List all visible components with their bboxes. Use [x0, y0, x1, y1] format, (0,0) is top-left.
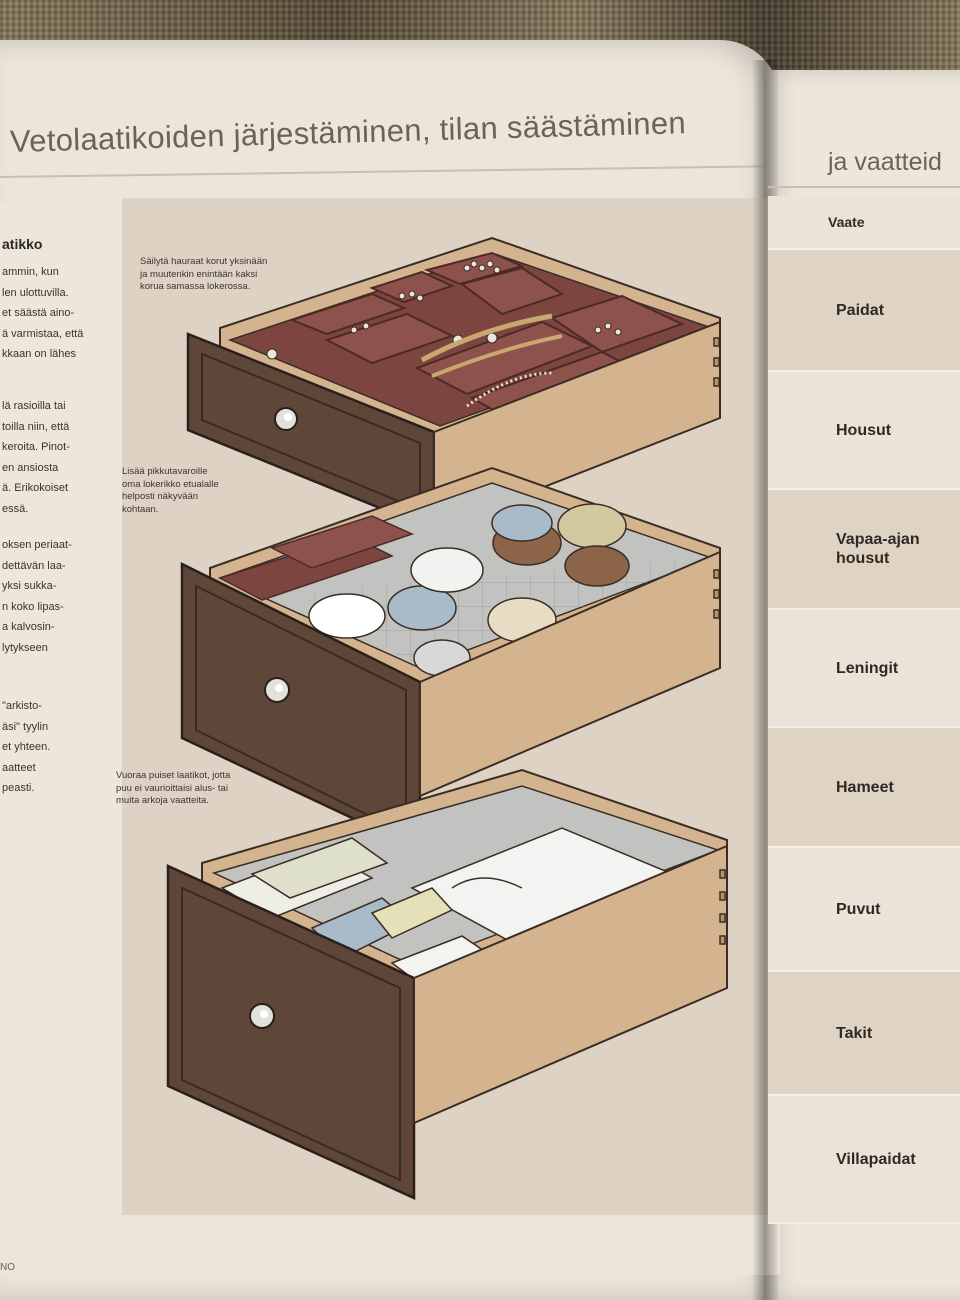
table-row: Villapaidat [768, 1096, 960, 1224]
body-line: essä. [2, 502, 29, 515]
callout-jewelry: Säilytä hauraat korut yksinään ja muuten… [140, 256, 267, 294]
page-footer: NO [0, 1262, 15, 1273]
callout-line: helposti näkyvään [122, 491, 199, 502]
callout-small-items: Lisää pikkutavaroille oma lokerikko etua… [122, 466, 219, 516]
body-paragraph-3: oksen periaat- dettävän laa- yksi sukka-… [2, 535, 120, 659]
body-line: aatteet [2, 761, 36, 774]
callout-line: puu ei vaurioittaisi alus- tai [116, 782, 228, 794]
body-line: ä varmistaa, että [2, 327, 84, 340]
body-line: ä. Erikokoiset [2, 482, 69, 495]
row-label: Hameet [836, 778, 894, 796]
table-row: Puvut [768, 848, 960, 972]
row-label: Villapaidat [836, 1150, 916, 1168]
row-label: Housut [836, 421, 892, 439]
callout-line: oma lokerikko etualalle [122, 478, 219, 490]
body-paragraph-1: ammin, kun len ulottuvilla. et säästä ai… [2, 262, 120, 365]
body-line: peasti. [2, 782, 35, 795]
right-title-rule [768, 186, 960, 188]
body-paragraph-2: lä rasioilla tai toilla niin, että keroi… [2, 396, 120, 520]
clothes-drawer [166, 768, 728, 1200]
table-header: Vaate [768, 196, 960, 250]
body-line: keroita. Pinot- [2, 441, 70, 454]
right-page-title: ja vaatteid [828, 148, 942, 176]
body-paragraph-4: "arkisto- äsi" tyylin et yhteen. aatteet… [2, 696, 120, 799]
body-line: a kalvosin- [2, 621, 55, 634]
callout-line: Säilytä hauraat korut yksinään [140, 256, 268, 267]
section-heading: atikko [2, 236, 43, 252]
table-row: Hameet [768, 728, 960, 848]
row-label: Paidat [836, 301, 885, 319]
table-header-label: Vaate [828, 213, 865, 230]
table-row: Takit [768, 972, 960, 1096]
text-column [0, 205, 120, 1215]
body-line: et yhteen. [2, 741, 51, 754]
page-bottom-margin [0, 1215, 780, 1275]
body-line: et säästä aino- [2, 307, 75, 320]
table-row: Leningit [768, 610, 960, 728]
table-row: Housut [768, 372, 960, 490]
body-line: oksen periaat- [2, 539, 72, 551]
body-line: lä rasioilla tai [2, 400, 66, 412]
sock-drawer [180, 466, 721, 852]
callout-line: muita arkoja vaatteita. [116, 795, 209, 806]
drawers-illustration [166, 236, 728, 1200]
clothing-table: Vaate Paidat Housut Vapaa-ajan housut Le… [768, 196, 960, 1224]
body-line: en ansiosta [2, 461, 59, 474]
row-label: Vapaa-ajan housut [836, 531, 920, 567]
body-line: ammin, kun [2, 266, 59, 278]
body-line: n koko lipas- [2, 600, 64, 613]
body-line: toilla niin, että [2, 420, 70, 433]
callout-line: Vuoraa puiset laatikot, jotta [116, 770, 231, 781]
callout-line: Lisää pikkutavaroille [122, 466, 208, 477]
body-line: "arkisto- [2, 700, 42, 712]
body-line: äsi" tyylin [2, 720, 49, 733]
body-line: yksi sukka- [2, 580, 57, 593]
callout-line: ja muutenkin enintään kaksi [140, 268, 258, 280]
body-line: lytykseen [2, 641, 48, 654]
row-label: Leningit [836, 659, 899, 677]
table-row: Paidat [768, 250, 960, 372]
row-label: Takit [836, 1024, 873, 1042]
table-row: Vapaa-ajan housut [768, 490, 960, 610]
callout-line: kohtaan. [122, 503, 159, 515]
body-line: dettävän laa- [2, 559, 66, 572]
row-label: Puvut [836, 900, 881, 918]
body-line: kkaan on lähes [2, 348, 76, 361]
callout-line: korua samassa lokerossa. [140, 281, 251, 292]
callout-lining: Vuoraa puiset laatikot, jotta puu ei vau… [116, 770, 230, 808]
body-line: len ulottuvilla. [2, 286, 69, 299]
